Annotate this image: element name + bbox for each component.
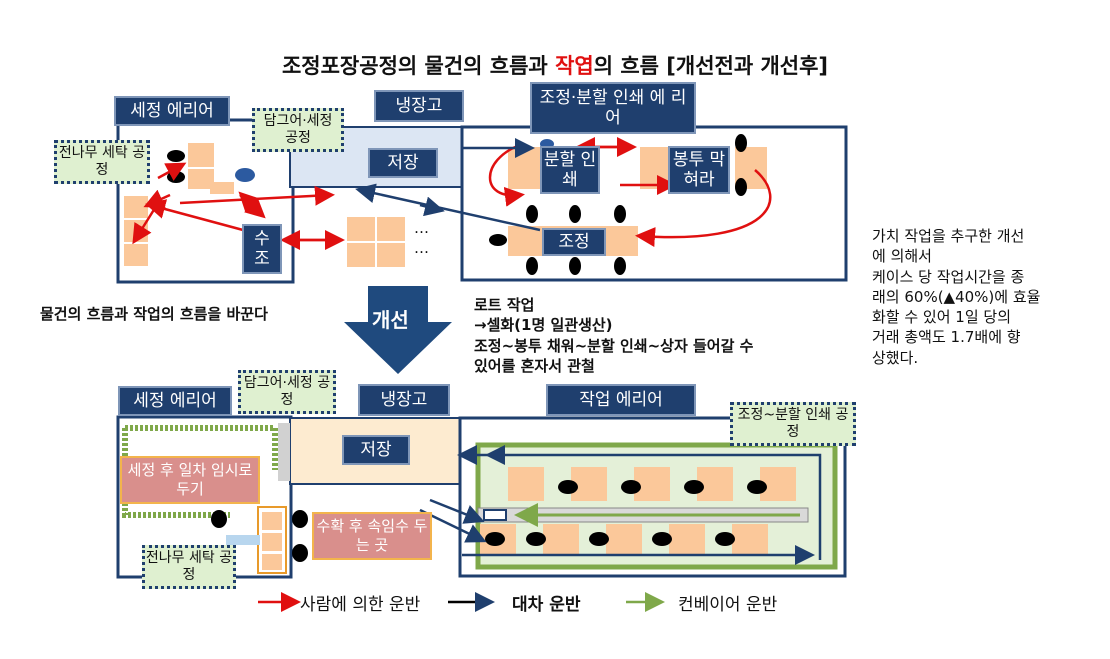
side-note-line: 가치 작업을 추구한 개선 — [872, 227, 1025, 245]
after-whole-wash-label: 전나무 세탁 공정 — [142, 545, 236, 589]
before-person-flows — [132, 137, 772, 250]
legend-cart-label: 대차 운반 — [512, 595, 581, 615]
before-dots-1: … — [414, 219, 429, 237]
lot-line-4: 있어를 혼자서 관철 — [474, 356, 595, 375]
side-note-line: 화할 수 있어 1일 당의 — [872, 308, 1012, 326]
after-wash-area-label: 세정 에리어 — [118, 386, 232, 416]
before-bag-fill-label: 봉투 막혀라 — [668, 146, 730, 194]
title-highlight: 작엽 — [555, 54, 594, 78]
after-persons — [211, 480, 767, 562]
before-fridge-label: 냉장고 — [374, 90, 464, 122]
before-adjust-label: 조정 — [542, 228, 606, 256]
before-cart-flows — [355, 138, 541, 232]
side-note-line: 케이스 당 작업시간을 종 — [872, 267, 1025, 286]
after-tables — [480, 467, 796, 554]
side-note-line: 에 의해서 — [872, 247, 932, 266]
before-fill-wash-process-label: 담그어·세정 공정 — [252, 108, 344, 152]
page-title: 조정포장공정의 물건의 흐름과 작엽의 흐름 [개선전과 개선후] — [0, 50, 1110, 80]
before-tank-label: 수 조 — [242, 224, 282, 274]
title-part1: 조정포장공정의 물건의 흐름과 — [281, 54, 556, 78]
after-work-area-label: 작업 에리어 — [546, 384, 696, 416]
middle-left-note: 물건의 흐름과 작업의 흐름을 바꾼다 — [40, 305, 268, 323]
after-fridge-label: 냉장고 — [358, 384, 450, 416]
improvement-side-note: 가치 작업을 추구한 개선 에 의해서 케이스 당 작업시간을 종 래의 60%… — [872, 226, 1108, 368]
legend-conveyor-label: 컨베이어 운반 — [678, 595, 778, 615]
before-dots-2: … — [414, 239, 429, 257]
after-temp-store-label: 세정 후 일차 임시로 두기 — [120, 456, 260, 504]
before-whole-wash-label: 전나무 세탁 공정 — [54, 140, 150, 184]
before-split-print-label: 분할 인쇄 — [540, 146, 600, 194]
improvement-arrow — [344, 286, 452, 374]
before-wash-area-label: 세정 에리어 — [114, 96, 230, 126]
side-note-line: 래의 60%(▲40%)에 효율 — [872, 287, 1041, 306]
after-fill-wash-process-label: 담그어·세정 공정 — [238, 370, 336, 414]
after-harvest-store-label: 수확 후 속임수 두는 곳 — [312, 512, 432, 560]
legend-person-label: 사람에 의한 운반 — [300, 595, 421, 615]
before-store-label: 저장 — [368, 148, 438, 178]
side-note-line: 거래 총액도 1.7배에 향 — [872, 328, 1021, 347]
lot-line-2: →셀화(1명 일관생산) — [474, 316, 613, 335]
after-cart-flows — [419, 445, 822, 565]
after-adjust-print-label: 조정~분할 인쇄 공정 — [730, 402, 856, 446]
title-part2: 의 흐름 [개선전과 개선후] — [593, 54, 829, 78]
lot-work-note: 로트 작업 →셀화(1명 일관생산) 조정~봉투 채워~분할 인쇄~상자 들어갈… — [474, 295, 753, 376]
lot-title: 로트 작업 — [474, 296, 535, 314]
lot-line-3: 조정~봉투 채워~분할 인쇄~상자 들어갈 수 — [474, 336, 754, 355]
improvement-arrow-label: 개선 — [372, 308, 409, 332]
before-print-area-label: 조정·분할 인쇄 에 리어 — [530, 82, 696, 134]
after-wash-conveyor — [122, 425, 278, 518]
side-note-line: 상했다. — [872, 348, 919, 367]
after-store-label: 저장 — [342, 435, 410, 465]
